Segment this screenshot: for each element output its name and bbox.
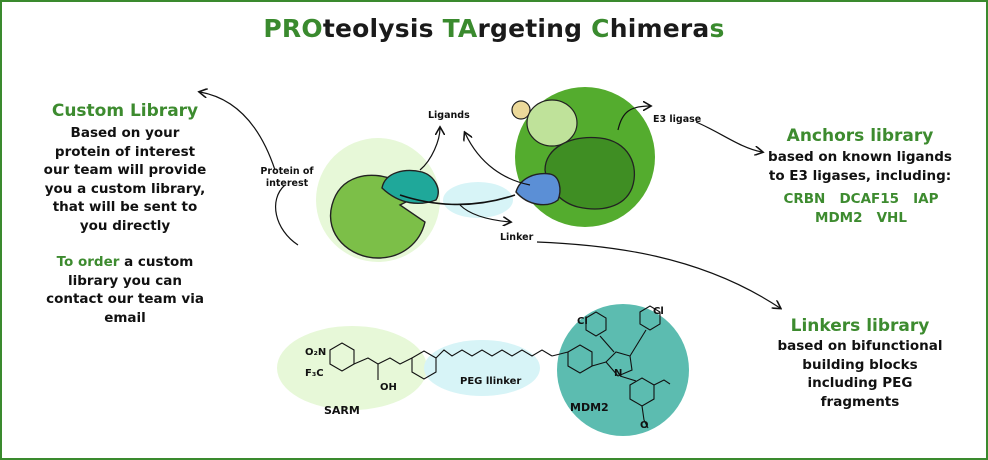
custom-library-heading: Custom Library	[51, 101, 199, 121]
page-title: PROteolysis TArgeting Chimeras	[0, 14, 988, 43]
mdm2-link	[551, 351, 569, 357]
custom-library-text: Based on your protein of interest our te…	[20, 124, 230, 235]
custom-line: that will be sent to	[52, 199, 198, 215]
title-ta: TA	[442, 14, 478, 43]
mdm2-bond	[591, 361, 607, 367]
linkers-library-heading: Linkers library	[790, 316, 930, 336]
ligands-arrow-right	[465, 133, 531, 186]
linker-label: Linker	[500, 232, 534, 243]
methoxy-bond	[653, 379, 671, 386]
ligand-blue-shape	[515, 172, 561, 206]
atom-f3c: F₃C	[305, 368, 324, 379]
mdm2-halo	[557, 304, 689, 436]
atom-n: N	[614, 368, 623, 379]
atom-oh: OH	[380, 382, 397, 393]
mdm2-label: MDM2	[570, 401, 609, 414]
anchors-library-text: based on known ligands to E3 ligases, in…	[750, 148, 970, 185]
e3-ligase-shape	[544, 136, 636, 210]
anchors-line: based on known ligands	[768, 149, 952, 165]
anchor-item: DCAF15	[839, 191, 900, 207]
mdm2-bond	[619, 375, 637, 382]
custom-line: you directly	[79, 217, 171, 234]
chlorophenyl-ring-2	[639, 305, 661, 331]
ligands-label: Ligands	[428, 110, 470, 121]
title-s: s	[709, 14, 725, 43]
e3-ligase-label: E3 ligase	[653, 114, 702, 125]
ligand-teal-shape	[381, 169, 439, 205]
mdm2-bond	[599, 335, 615, 353]
mdm2-bond	[629, 329, 647, 357]
protein-arrow	[275, 184, 299, 246]
linker-line	[399, 194, 516, 206]
imidazoline-ring	[605, 351, 633, 377]
custom-line: protein of interest	[54, 143, 196, 160]
e3-arrow	[617, 106, 650, 131]
molecule-skeleton	[329, 305, 671, 429]
anchors-arrow	[695, 121, 762, 152]
atom-cl-2: Cl	[653, 306, 664, 317]
order-line: email	[104, 309, 146, 326]
peg-halo	[424, 340, 540, 396]
title-himera: himera	[609, 14, 710, 43]
custom-line: you a custom library,	[44, 180, 206, 197]
linker-arrow	[459, 204, 510, 222]
atom-cl-1: Cl	[577, 316, 588, 327]
anchors-library-heading: Anchors library	[786, 126, 934, 146]
e3-subunit	[526, 99, 578, 147]
atom-o: O	[640, 420, 649, 431]
atom-no2: O₂N	[305, 347, 327, 358]
methoxy-bond	[641, 405, 649, 429]
sarm-chain	[353, 357, 413, 365]
protein-of-interest-label: Protein of interest	[260, 166, 314, 189]
linkers-line: building blocks	[802, 356, 918, 373]
order-text: To order a custom library you can contac…	[20, 253, 230, 327]
aryl-ring	[411, 350, 437, 380]
peg-linker-label: PEG llinker	[460, 376, 522, 387]
anchor-item: IAP	[913, 191, 939, 207]
methoxyphenyl-ring	[629, 377, 655, 407]
title-rgeting: rgeting	[477, 14, 592, 43]
order-line: a custom	[119, 254, 194, 270]
anchor-item: CRBN	[783, 191, 826, 207]
linker-halo	[443, 182, 513, 218]
anchors-items: CRBN DCAF15 IAP MDM2 VHL	[770, 190, 952, 228]
custom-line: Based on your	[70, 125, 180, 141]
e3-small-circle	[511, 100, 531, 120]
sarm-label: SARM	[324, 404, 360, 417]
title-pro: PRO	[263, 14, 323, 43]
linkers-line: based on bifunctional	[777, 338, 943, 354]
chlorophenyl-ring-1	[585, 311, 607, 337]
anchor-item: MDM2	[815, 210, 863, 226]
order-link[interactable]: To order	[56, 254, 120, 270]
anchor-item: VHL	[876, 210, 907, 226]
sarm-halo	[277, 326, 427, 410]
title-c: C	[591, 14, 610, 43]
custom-line: our team will provide	[43, 162, 207, 178]
custom-library-arrow	[200, 92, 276, 171]
linkers-arrow	[536, 241, 780, 308]
order-line: library you can	[68, 272, 182, 289]
linkers-line: fragments	[820, 393, 900, 410]
ligands-arrow-left	[419, 128, 440, 171]
order-line: contact our team via	[46, 291, 204, 307]
linkers-library-text: based on bifunctional building blocks in…	[750, 337, 970, 411]
title-teolysis: teolysis	[322, 14, 443, 43]
linkers-line: including PEG	[807, 375, 913, 391]
peg-chain	[435, 349, 553, 359]
anchors-line: to E3 ligases, including:	[768, 167, 952, 184]
